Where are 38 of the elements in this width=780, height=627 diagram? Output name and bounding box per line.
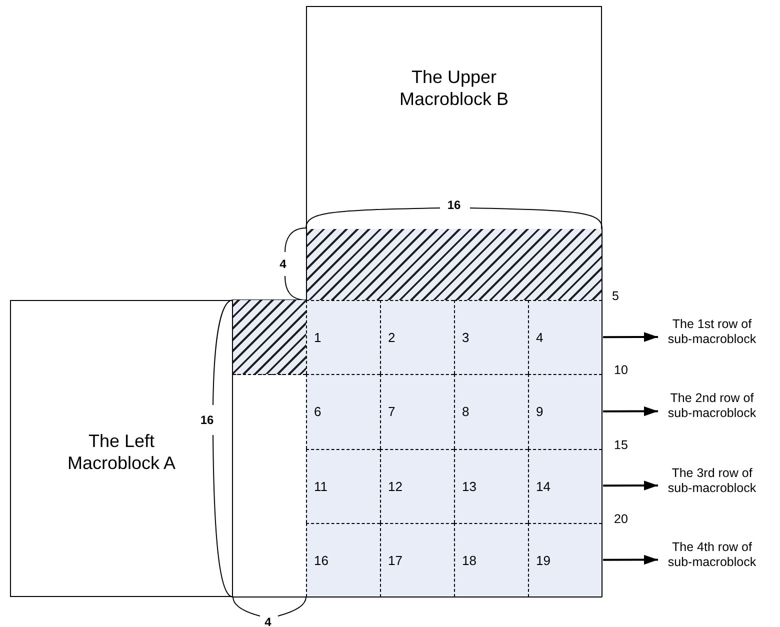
grid-cell: 16	[306, 522, 380, 597]
grid-cell: 14	[528, 448, 602, 523]
arrow	[603, 480, 658, 490]
grid-cell: 9	[528, 374, 602, 448]
macroblock-box	[306, 6, 602, 300]
grid-cell: 1	[306, 300, 380, 374]
row-boundary-number: 15	[614, 438, 628, 452]
grid-cell: 19	[528, 522, 602, 597]
grid-cell: 3	[454, 300, 528, 374]
dimension-label: 4	[264, 615, 272, 627]
grid-cell: 18	[454, 522, 528, 597]
grid-cell: 17	[380, 522, 454, 597]
grid-cell: 4	[528, 300, 602, 374]
macroblock-label: The Upper Macroblock B	[398, 67, 510, 110]
row-label: The 2nd row of sub-macroblock	[660, 391, 764, 432]
hatched-area	[307, 229, 602, 301]
macroblock-box	[10, 300, 233, 597]
grid-cell: 8	[454, 374, 528, 448]
macroblock-label: The Left Macroblock A	[66, 431, 177, 474]
grid-cell: 11	[306, 448, 380, 523]
dimension-label: 16	[200, 413, 214, 427]
row-boundary-number: 20	[614, 512, 628, 526]
row-label: The 1st row of sub-macroblock	[660, 317, 764, 357]
grid-cell: 12	[380, 448, 454, 523]
grid-cell: 6	[306, 374, 380, 448]
arrow	[603, 554, 658, 565]
grid-cell: 13	[454, 448, 528, 523]
row-boundary-number: 5	[612, 289, 619, 303]
row-label: The 3rd row of sub-macroblock	[660, 466, 764, 506]
dimension-label: 4	[280, 257, 286, 271]
grid-cell: 7	[380, 374, 454, 448]
row-label: The 4th row of sub-macroblock	[660, 540, 764, 580]
arrow	[603, 406, 658, 416]
dimension-label: 16	[447, 198, 461, 212]
arrow	[603, 332, 658, 342]
row-boundary-number: 10	[614, 363, 628, 377]
grid-cell: 2	[380, 300, 454, 374]
hatched-area	[233, 300, 306, 375]
